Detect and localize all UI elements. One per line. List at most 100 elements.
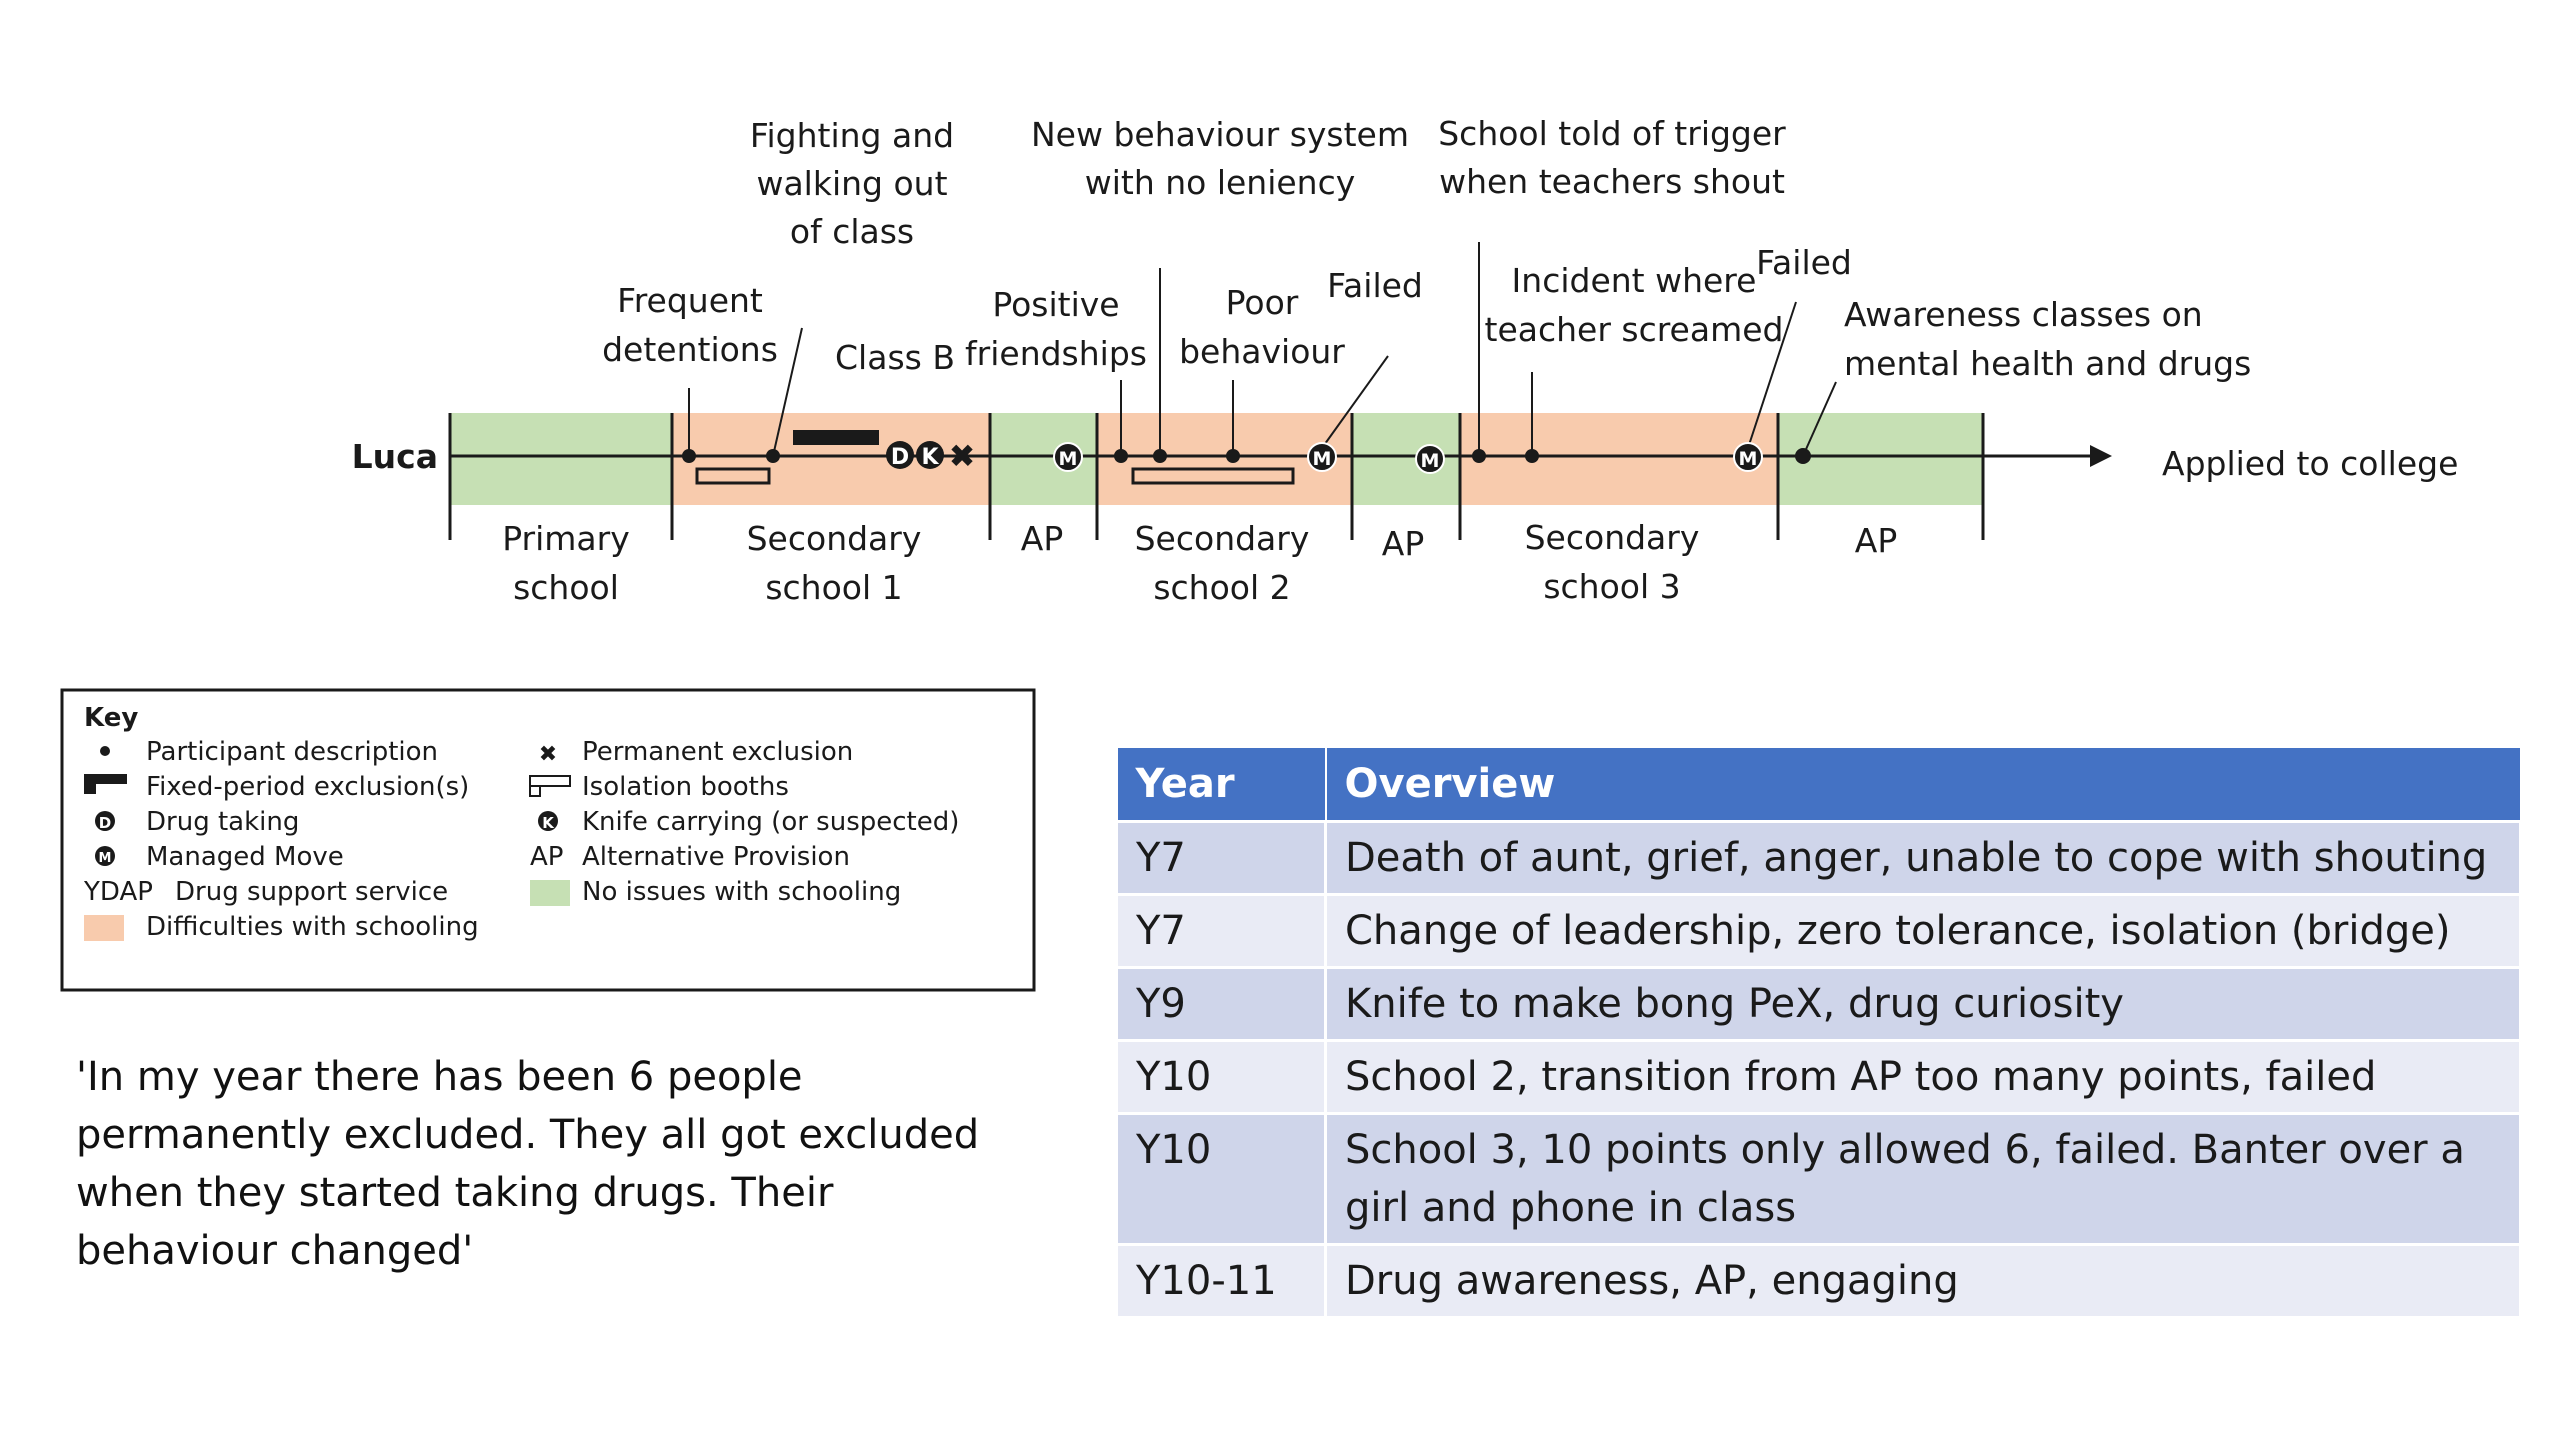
key-label: No issues with schooling: [582, 877, 901, 907]
managed-move-icon: [95, 846, 115, 866]
phase-label: AP: [1021, 519, 1063, 558]
event-dot: [1226, 449, 1240, 463]
key-label: Alternative Provision: [582, 842, 850, 872]
isolation-booth-marker: [695, 467, 771, 485]
year-cell: Y10-11: [1115, 1243, 1327, 1319]
knife-carrying-icon: K: [916, 441, 944, 470]
table-row: Y10 School 3, 10 points only allowed 6, …: [1115, 1112, 2522, 1246]
phase-segment-ap-3: [1778, 413, 1983, 505]
drug-taking-icon: D: [886, 441, 914, 470]
event-dot: [1525, 449, 1539, 463]
table-row: Y10-11 Drug awareness, AP, engaging: [1115, 1243, 2522, 1319]
overview-cell: Change of leadership, zero tolerance, is…: [1324, 893, 2522, 969]
event-dots: [682, 448, 1811, 464]
key-label: Permanent exclusion: [582, 737, 853, 767]
year-cell: Y10: [1115, 1112, 1327, 1246]
svg-text:D: D: [891, 445, 909, 470]
no-issues-swatch: [530, 880, 570, 906]
key-symbol-ap: AP: [530, 842, 563, 872]
participant-quote: 'In my year there has been 6 people perm…: [76, 1054, 980, 1274]
table-row: Y7 Change of leadership, zero tolerance,…: [1115, 893, 2522, 969]
managed-move-icon: M: [1733, 442, 1763, 472]
event-dot: [1795, 448, 1811, 464]
event-label: Failed: [1756, 243, 1852, 282]
event-dot: [682, 449, 696, 463]
key-symbol-ydap: YDAP: [83, 877, 153, 907]
phase-label: AP: [1382, 524, 1424, 563]
managed-move-icon: M: [1415, 444, 1445, 474]
overview-cell: Drug awareness, AP, engaging: [1324, 1243, 2522, 1319]
key-label: Difficulties with schooling: [146, 912, 479, 942]
key-label: Managed Move: [146, 842, 344, 872]
table-row: Y9 Knife to make bong PeX, drug curiosit…: [1115, 966, 2522, 1042]
phase-segment-secondary-3: [1460, 413, 1778, 505]
event-label: Failed: [1327, 266, 1423, 305]
isolation-booth-marker: [1131, 467, 1295, 485]
overview-cell: Death of aunt, grief, anger, unable to c…: [1324, 820, 2522, 896]
event-dot: [1114, 449, 1128, 463]
year-cell: Y7: [1115, 893, 1327, 969]
event-leader-lines: [688, 242, 1837, 457]
key-title: Key: [84, 703, 138, 733]
year-cell: Y9: [1115, 966, 1327, 1042]
event-dot: [766, 449, 780, 463]
column-header-overview: Overview: [1324, 746, 2522, 823]
overview-cell: Knife to make bong PeX, drug curiosity: [1324, 966, 2522, 1042]
isolation-booth-icon: [529, 775, 571, 787]
knife-carrying-icon: [538, 811, 558, 831]
phase-segment-primary: [450, 413, 672, 505]
year-cell: Y7: [1115, 820, 1327, 896]
key-label: Participant description: [146, 737, 438, 767]
difficulties-swatch: [84, 915, 124, 941]
key-label: Knife carrying (or suspected): [582, 807, 959, 837]
svg-text:M: M: [1739, 448, 1758, 470]
event-dot: [1472, 449, 1486, 463]
event-label: Class B: [835, 338, 955, 377]
table-header-row: Year Overview: [1115, 746, 2522, 823]
fixed-period-exclusion-marker: [793, 430, 879, 445]
key-legend: Key Participant description Fixed-period…: [60, 688, 1036, 992]
key-label: Isolation booths: [582, 772, 789, 802]
overview-cell: School 3, 10 points only allowed 6, fail…: [1324, 1112, 2522, 1246]
fixed-period-exclusion-icon: [84, 774, 127, 784]
participant-description-icon: [100, 746, 110, 756]
overview-cell: School 2, transition from AP too many po…: [1324, 1039, 2522, 1115]
svg-text:M: M: [1421, 450, 1440, 472]
timeline-arrowhead: [2090, 445, 2112, 467]
svg-text:M: M: [99, 851, 112, 866]
year-overview-table: Year Overview Y7 Death of aunt, grief, a…: [1115, 746, 2522, 1319]
svg-text:M: M: [1059, 448, 1078, 470]
event-dot: [1153, 449, 1167, 463]
phase-label: AP: [1855, 521, 1897, 560]
svg-text:K: K: [921, 445, 939, 470]
key-label: Drug taking: [146, 807, 299, 837]
table-row: Y10 School 2, transition from AP too man…: [1115, 1039, 2522, 1115]
permanent-exclusion-icon: ✖: [539, 742, 557, 767]
managed-move-icon: M: [1307, 442, 1337, 472]
column-header-year: Year: [1115, 746, 1327, 823]
drug-taking-icon: [95, 811, 115, 831]
timeline-end-label: Applied to college: [2162, 444, 2458, 483]
svg-text:D: D: [99, 814, 111, 832]
managed-move-icon: M: [1053, 442, 1083, 472]
permanent-exclusion-icon: ✖: [949, 437, 976, 475]
key-label: Drug support service: [175, 877, 448, 907]
table-row: Y7 Death of aunt, grief, anger, unable t…: [1115, 820, 2522, 896]
phase-boundaries: [448, 413, 1985, 540]
key-label: Fixed-period exclusion(s): [146, 772, 469, 802]
participant-name: Luca: [352, 437, 438, 476]
